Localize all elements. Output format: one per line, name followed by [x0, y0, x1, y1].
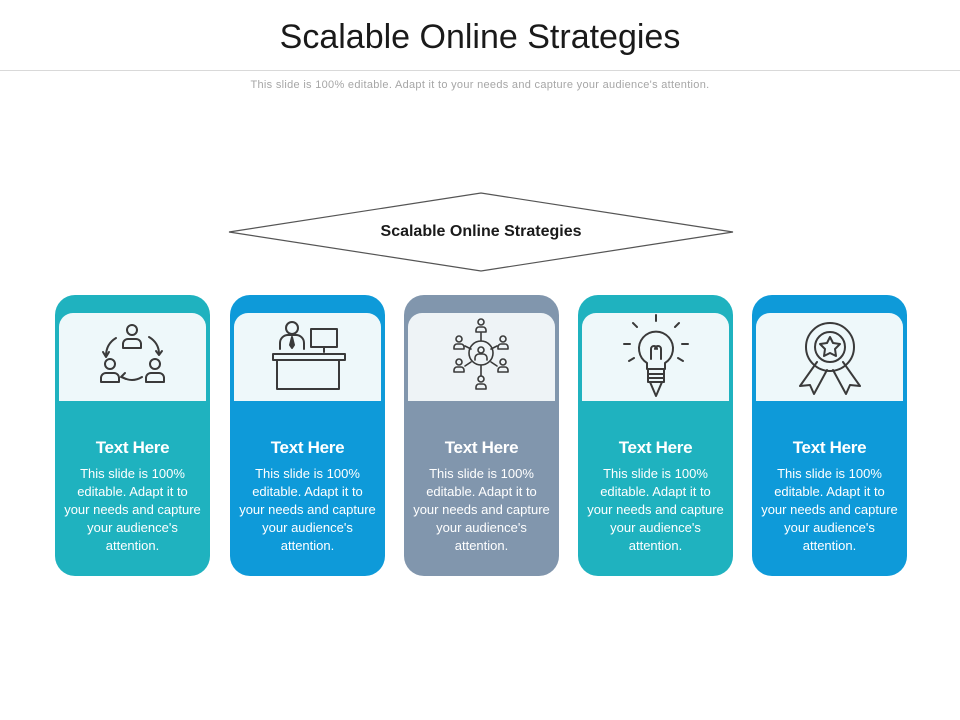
people-cycle-icon: [100, 324, 165, 383]
strategy-card-5: Text Here This slide is 100% editable. A…: [752, 295, 907, 576]
icon-panel: [582, 313, 729, 401]
center-label: Scalable Online Strategies: [380, 223, 582, 240]
slide-title: Scalable Online Strategies: [279, 18, 681, 56]
card-body: This slide is 100% editable. Adapt it to…: [413, 466, 550, 553]
card-heading: Text Here: [618, 438, 693, 457]
card-heading: Text Here: [444, 438, 519, 457]
title-divider: [0, 70, 960, 71]
network-people-icon: [453, 318, 509, 390]
card-heading: Text Here: [95, 438, 170, 457]
card-heading: Text Here: [792, 438, 867, 457]
strategy-card-3: Text Here This slide is 100% editable. A…: [404, 295, 559, 576]
icon-panel: [408, 313, 555, 401]
award-badge-icon: [799, 322, 861, 395]
card-heading: Text Here: [270, 438, 345, 457]
slide-subtitle: This slide is 100% editable. Adapt it to…: [250, 79, 710, 91]
card-body: This slide is 100% editable. Adapt it to…: [761, 466, 898, 553]
card-body: This slide is 100% editable. Adapt it to…: [587, 466, 724, 553]
strategy-card-4: Text Here This slide is 100% editable. A…: [578, 295, 733, 576]
icon-panel: [756, 313, 903, 401]
card-body: This slide is 100% editable. Adapt it to…: [239, 466, 376, 553]
icon-panel: [234, 313, 381, 401]
icon-panel: [59, 313, 206, 401]
lightbulb-icon: [623, 314, 689, 397]
strategy-card-1: Text Here This slide is 100% editable. A…: [55, 295, 210, 576]
strategy-card-2: Text Here This slide is 100% editable. A…: [230, 295, 385, 576]
center-diamond: [228, 192, 734, 272]
card-body: This slide is 100% editable. Adapt it to…: [64, 466, 201, 553]
person-at-desk-icon: [272, 321, 346, 390]
